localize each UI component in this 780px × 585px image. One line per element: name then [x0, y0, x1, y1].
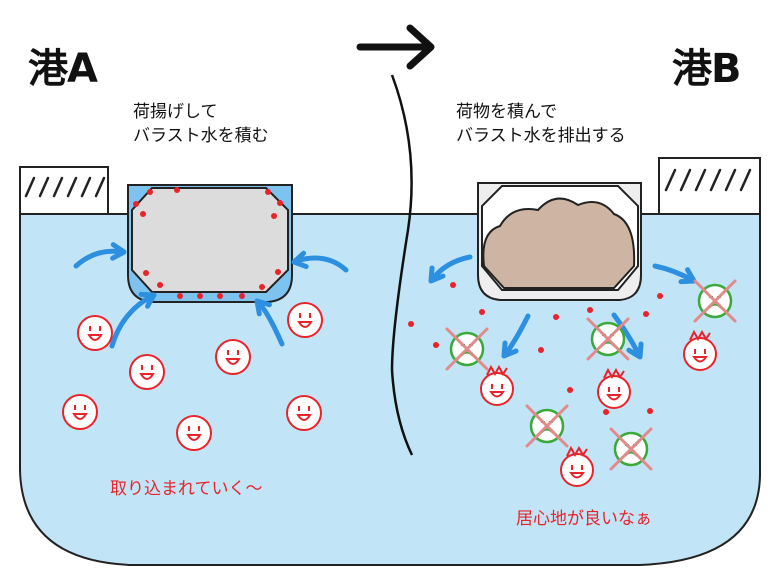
invasive-organism-thriving	[480, 364, 514, 406]
port-a-caption-line2: バラスト水を積む	[133, 126, 269, 146]
ballast-organism-dot	[450, 282, 456, 288]
pier-b	[658, 157, 761, 215]
ballast-organism-dot	[157, 282, 163, 288]
ballast-organism-dot	[217, 293, 223, 299]
ballast-organism-dot	[277, 200, 283, 206]
ballast-organism-dot	[133, 201, 139, 207]
ballast-organism-dot	[239, 293, 245, 299]
ship-b	[477, 182, 642, 301]
port-a-title: 港A	[28, 46, 98, 92]
ballast-organism-dot	[197, 293, 203, 299]
ballast-organism-dot	[433, 342, 439, 348]
port-b-organism-note: 居心地が良いなぁ	[516, 509, 652, 529]
ballast-organism-dot	[538, 347, 544, 353]
ship-a	[127, 184, 293, 303]
ballast-organism-dot	[657, 293, 663, 299]
ballast-organism-dot	[479, 309, 485, 315]
native-organism-displaced	[445, 327, 489, 371]
ballast-organism-dot	[259, 284, 265, 290]
ballast-organism-dot	[140, 211, 146, 217]
invasive-organism	[215, 339, 251, 375]
port-b-caption: 荷物を積んで バラスト水を排出する	[456, 100, 626, 148]
invasive-organism-thriving	[597, 367, 631, 409]
invasive-organism	[176, 415, 212, 451]
flow-arrow	[611, 312, 644, 360]
ballast-organism-dot	[587, 307, 593, 313]
port-b-title: 港B	[672, 46, 741, 92]
native-organism-displaced	[609, 427, 653, 471]
flow-arrow	[428, 254, 473, 284]
flow-arrow	[291, 250, 349, 273]
direction-arrow	[356, 24, 435, 70]
ballast-organism-dot	[275, 269, 281, 275]
invasive-organism	[286, 395, 322, 431]
invasive-organism-thriving	[560, 445, 594, 487]
port-b-caption-line2: バラスト水を排出する	[456, 126, 626, 146]
port-a-caption: 荷揚げして バラスト水を積む	[133, 100, 269, 148]
ballast-organism-dot	[174, 187, 180, 193]
ballast-organism-dot	[265, 189, 271, 195]
ballast-organism-dot	[271, 213, 277, 219]
ballast-organism-dot	[553, 314, 559, 320]
ballast-organism-dot	[603, 409, 609, 415]
ballast-organism-dot	[647, 408, 653, 414]
cargo	[482, 197, 636, 289]
ballast-organism-dot	[147, 189, 153, 195]
port-b-caption-line1: 荷物を積んで	[456, 102, 558, 122]
ballast-organism-dot	[143, 270, 149, 276]
native-organism-displaced	[693, 279, 737, 323]
port-a-organism-note: 取り込まれていく〜	[110, 479, 263, 499]
divider-line	[390, 74, 414, 456]
ballast-organism-dot	[567, 387, 573, 393]
invasive-organism	[129, 354, 165, 390]
invasive-organism-thriving	[683, 329, 717, 371]
native-organism-displaced	[586, 317, 630, 361]
invasive-organism	[287, 302, 323, 338]
invasive-organism	[62, 394, 98, 430]
pier-a	[19, 166, 109, 215]
ballast-organism-dot	[643, 311, 649, 317]
invasive-organism	[77, 315, 113, 351]
ballast-organism-dot	[408, 321, 414, 327]
flow-arrow	[109, 291, 157, 349]
flow-arrow	[501, 313, 531, 359]
flow-arrow	[73, 242, 127, 269]
native-organism-displaced	[525, 404, 569, 448]
flow-arrow	[254, 298, 285, 347]
port-a-caption-line1: 荷揚げして	[133, 102, 218, 122]
ballast-organism-dot	[177, 293, 183, 299]
